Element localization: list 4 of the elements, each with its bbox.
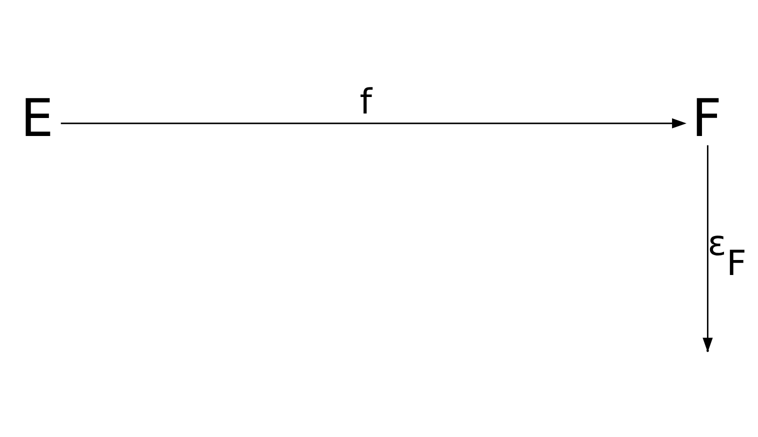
edge-label: f: [360, 82, 372, 123]
node-text: F: [692, 89, 722, 150]
node-text: E: [20, 89, 54, 150]
arrow: [60, 118, 686, 128]
